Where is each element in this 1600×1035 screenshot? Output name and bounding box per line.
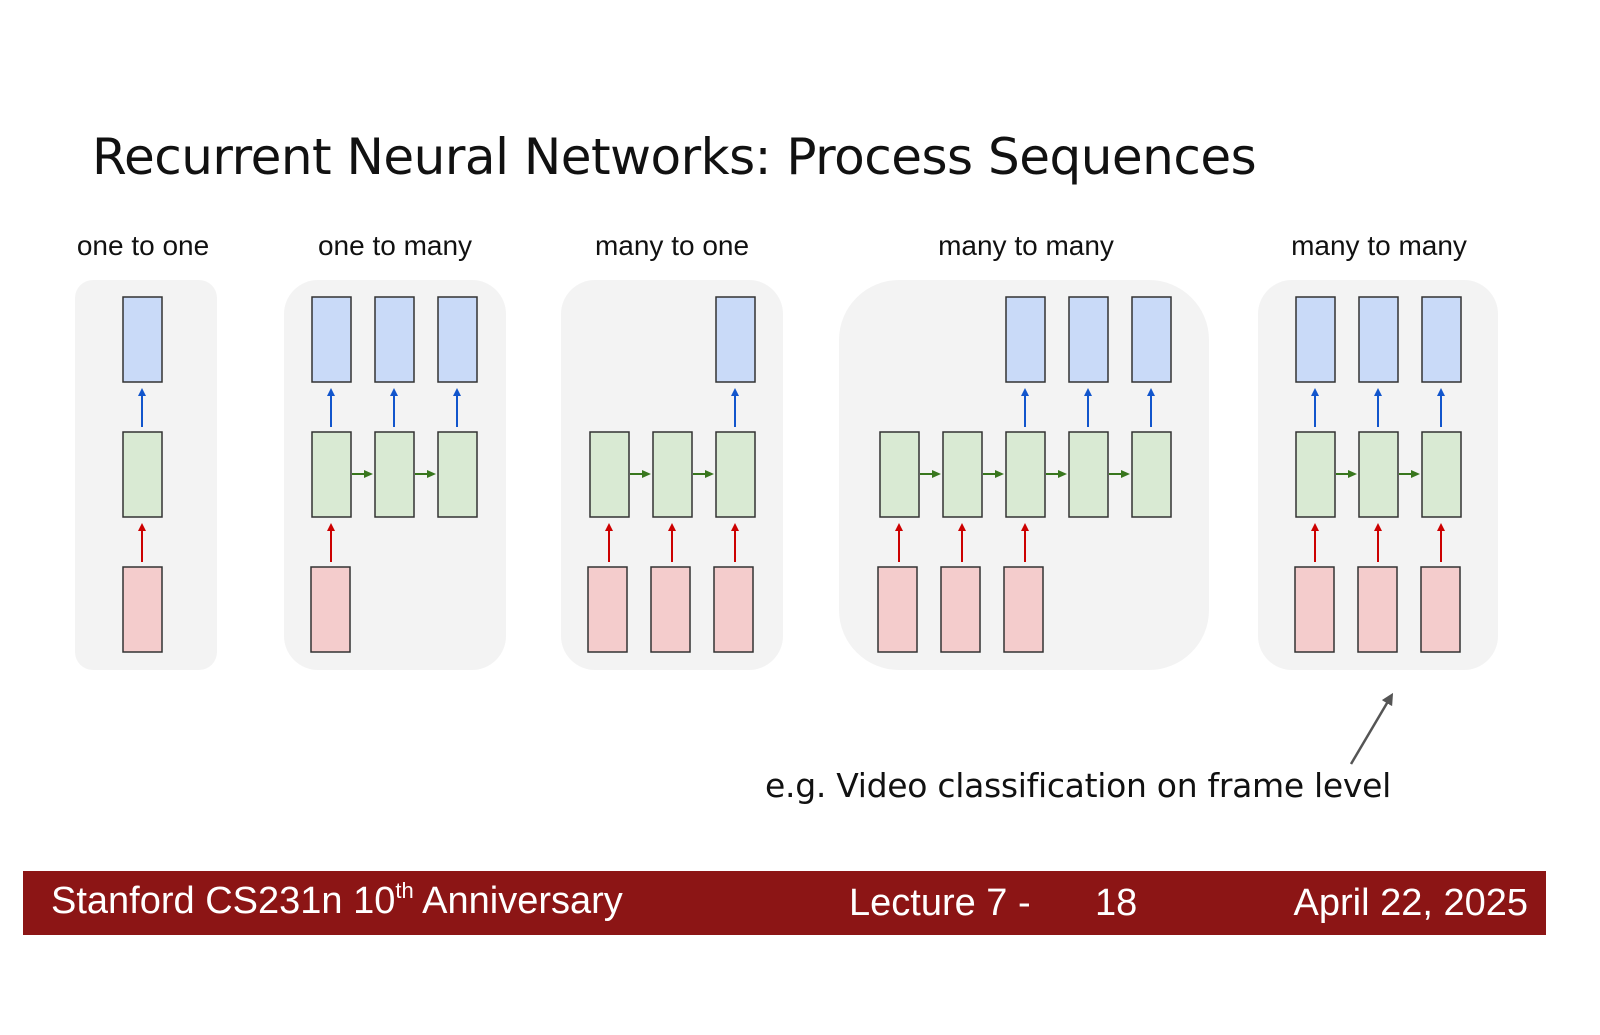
footer-lecture: Lecture 7 - [849, 882, 1031, 924]
hidden-cell [589, 431, 630, 518]
output-cell [715, 296, 756, 383]
output-cell [1131, 296, 1172, 383]
panel-many-to-one-cells [587, 296, 756, 653]
panel-label-many-to-one: many to one [594, 230, 750, 261]
footer-course-sup: th [395, 878, 414, 903]
input-cell [310, 566, 351, 653]
output-cell [437, 296, 478, 383]
input-cell [1420, 566, 1461, 653]
slide-title: Recurrent Neural Networks: Process Seque… [92, 128, 1257, 186]
footer-bar: Stanford CS231n 10th Anniversary Lecture… [23, 871, 1546, 935]
panel-one-to-one-cells [122, 296, 163, 653]
output-cell [311, 296, 352, 383]
output-cell [1068, 296, 1109, 383]
panel-many-to-many-synced-cells [1294, 296, 1462, 653]
hidden-cell [122, 431, 163, 518]
output-cell [1421, 296, 1462, 383]
input-cell [877, 566, 918, 653]
hidden-cell [437, 431, 478, 518]
hidden-cell [942, 431, 983, 518]
footer-date: April 22, 2025 [1293, 882, 1529, 924]
output-cell [1005, 296, 1046, 383]
hidden-cell [311, 431, 352, 518]
hidden-cell [1068, 431, 1109, 518]
input-cell [122, 566, 163, 653]
panel-label-many-to-many-seq2seq: many to many [938, 230, 1114, 261]
panel-label-one-to-many: one to many [317, 230, 473, 261]
input-cell [1357, 566, 1398, 653]
hidden-cell [1131, 431, 1172, 518]
output-cell [374, 296, 415, 383]
annotation-text: e.g. Video classification on frame level [765, 766, 1392, 805]
footer-course-name: Stanford CS231n 10 [51, 880, 396, 922]
hidden-cell [652, 431, 693, 518]
panel-many-to-many-seq2seq-cells [877, 296, 1172, 653]
input-cell [587, 566, 628, 653]
footer-course: Stanford CS231n 10th Anniversary [51, 878, 623, 923]
hidden-cell [1295, 431, 1336, 518]
hidden-cell [1358, 431, 1399, 518]
hidden-cell [374, 431, 415, 518]
input-cell [650, 566, 691, 653]
footer-page-number: 18 [1095, 882, 1138, 924]
panel-label-one-to-one: one to one [76, 230, 210, 261]
hidden-cell [879, 431, 920, 518]
hidden-cell [715, 431, 756, 518]
output-cell [1358, 296, 1399, 383]
footer-course-suffix: Anniversary [413, 880, 623, 922]
input-cell [1294, 566, 1335, 653]
input-cell [940, 566, 981, 653]
output-cell [122, 296, 163, 383]
hidden-cell [1421, 431, 1462, 518]
panel-one-to-many-cells [310, 296, 478, 653]
hidden-cell [1005, 431, 1046, 518]
output-cell [1295, 296, 1336, 383]
panel-label-many-to-many-synced: many to many [1291, 230, 1467, 261]
input-cell [1003, 566, 1044, 653]
annotation-pointer-arrow [1349, 692, 1394, 765]
input-cell [713, 566, 754, 653]
